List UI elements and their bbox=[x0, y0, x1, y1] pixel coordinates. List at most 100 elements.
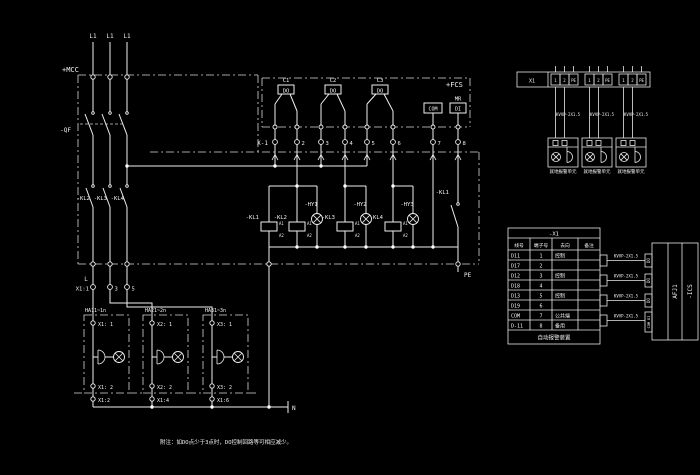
cabinet-boundaries bbox=[77, 74, 480, 265]
ics-card-label: AFJ1 bbox=[672, 284, 679, 299]
com-box-label: COM bbox=[428, 107, 437, 113]
do-box-label: DO bbox=[377, 89, 384, 95]
strip-view-label: X1 bbox=[529, 79, 535, 85]
cell-terminal: 5 bbox=[539, 294, 542, 300]
terminal-number: 5 bbox=[372, 141, 375, 147]
breaker-qf bbox=[80, 113, 128, 136]
strip-cell: 2 bbox=[631, 78, 634, 83]
cell-terminal: 3 bbox=[539, 274, 542, 280]
strip-cell: PE bbox=[639, 78, 644, 83]
coil-a1: A1 bbox=[307, 221, 312, 226]
do-box-label: DO bbox=[330, 89, 337, 95]
terminal-strip-label: X-1 bbox=[257, 140, 268, 147]
table-header: 端子号 bbox=[534, 242, 549, 249]
table-header: 线号 bbox=[514, 242, 524, 249]
strip-cable-label: KVVP-2X1.5 bbox=[590, 112, 615, 117]
coil-label-kl1: -KL1 bbox=[246, 215, 259, 221]
terminal-number: 6 bbox=[398, 141, 401, 147]
neutral-label: N bbox=[292, 405, 296, 412]
cable-label: KVVP-2X1.5 bbox=[614, 254, 639, 259]
local-alarm-unit-label: 就地报警单元 bbox=[550, 168, 577, 175]
live-wire-label: L bbox=[84, 276, 88, 283]
cell-dest: 公共端 bbox=[555, 313, 570, 320]
feedback-contact-label: -KL1 bbox=[436, 190, 449, 196]
alarm-unit-1: HA11~1n X1: 1 X1: 2 X1:2 bbox=[85, 308, 125, 404]
x1-strip: L X1:1 3 5 bbox=[76, 276, 135, 293]
terminal-circles bbox=[90, 74, 461, 402]
cell-wire: D-11 bbox=[511, 324, 523, 330]
local-alarm-unit-2: 就地报警单元 bbox=[581, 137, 613, 175]
cell-wire: D17 bbox=[511, 264, 520, 270]
relay-section: -KL1 -KL2 -KL3 -KL4 A1 A1 A1 A1 A2 A2 A2… bbox=[246, 185, 472, 407]
terminal-number: 4 bbox=[350, 141, 354, 147]
alarm-unit-2: HA21~2n X2: 1 X2: 2 X1:4 bbox=[145, 308, 184, 404]
junction-dots bbox=[125, 164, 435, 409]
di-box-label: DI bbox=[455, 107, 461, 113]
local-alarm-unit-3: 就地报警单元 bbox=[615, 137, 647, 175]
table-footer: 自动报警装置 bbox=[537, 334, 571, 342]
phase-label-2: L1 bbox=[106, 33, 114, 40]
cell-wire: D11 bbox=[511, 254, 520, 260]
cell-terminal: 2 bbox=[539, 264, 542, 270]
mcc-label: +MCC bbox=[62, 66, 79, 74]
strip-physical-view: X1 1 2 PE 1 2 PE 1 2 PE KVVP-2X1.5 KVVP-… bbox=[516, 66, 651, 175]
alarm-unit-top-terminal: X3: 1 bbox=[217, 322, 232, 328]
coil-a1: A1 bbox=[403, 221, 408, 226]
cell-terminal: 8 bbox=[539, 324, 542, 330]
alarm-unit-title: HA11~1n bbox=[85, 308, 106, 314]
alarm-unit-ext-terminal: X1:2 bbox=[98, 398, 110, 404]
table-header: 去向 bbox=[560, 242, 570, 249]
coil-a2: A2 bbox=[279, 233, 284, 238]
strip-cell: 2 bbox=[597, 78, 600, 83]
ics-tab-do3: DO bbox=[646, 298, 651, 303]
cell-wire: D13 bbox=[511, 294, 520, 300]
alarm-units: HA11~1n X1: 1 X1: 2 X1:2 HA21~2n X2: 1 X… bbox=[74, 308, 296, 413]
cell-wire: D12 bbox=[511, 274, 520, 280]
phase-label-3: L1 bbox=[123, 33, 131, 40]
alarm-unit-top-terminal: X1: 1 bbox=[98, 322, 113, 328]
phase-label-1: L1 bbox=[89, 33, 97, 40]
do-box-label: DO bbox=[283, 89, 290, 95]
alarm-unit-top-terminal: X2: 1 bbox=[157, 322, 172, 328]
do-channel-name: C3 bbox=[377, 78, 384, 84]
coil-a2: A2 bbox=[403, 233, 408, 238]
terminal-number: 2 bbox=[302, 141, 305, 147]
lamp-label: -HY2 bbox=[353, 202, 366, 208]
cell-dest: 控制 bbox=[555, 293, 565, 300]
alarm-unit-title: HA31~3n bbox=[205, 308, 226, 314]
lamp-hy3: -HY3 bbox=[400, 202, 419, 225]
contactor-label-kl3: -KL3 bbox=[94, 196, 107, 202]
lamp-hy1: -HY1 bbox=[304, 202, 323, 225]
cell-terminal: 6 bbox=[539, 304, 542, 310]
ics-system-box: DO DO DO COM DI AFJ1 -ICS bbox=[644, 242, 699, 341]
lamp-label: -HY3 bbox=[400, 202, 413, 208]
lamp-hy2: -HY2 bbox=[353, 202, 372, 225]
alarm-unit-bottom-terminal: X2: 2 bbox=[157, 385, 172, 391]
cell-terminal: 4 bbox=[539, 284, 542, 290]
do-channel-name: C2 bbox=[330, 78, 337, 84]
cell-terminal: 1 bbox=[539, 254, 542, 260]
cell-wire: D19 bbox=[511, 304, 520, 310]
cell-dest: 备用 bbox=[555, 323, 565, 330]
feedback-contact-kl1: -KL1 bbox=[436, 190, 459, 272]
alarm-unit-bottom-terminal: X3: 2 bbox=[217, 385, 232, 391]
table-title: -X1 bbox=[549, 232, 559, 238]
strip-cell: PE bbox=[605, 78, 610, 83]
drawing-note: 附注：如DO点少于3点时，DO控制回路等可相应减少。 bbox=[160, 438, 292, 446]
do-channel-name: C1 bbox=[283, 78, 290, 84]
strip-cell: 2 bbox=[563, 78, 566, 83]
strip-cable-label: KVVP-2X1.5 bbox=[556, 112, 581, 117]
coil-label-kl2: -KL2 bbox=[274, 215, 287, 221]
terminal-row-x1: X-1 2 3 4 5 6 7 8 bbox=[257, 140, 466, 161]
contactor-poles bbox=[85, 187, 128, 208]
mr-label: MR bbox=[455, 97, 462, 103]
alarm-unit-title: HA21~2n bbox=[145, 308, 166, 314]
coil-label-kl4: -KL4 bbox=[370, 215, 384, 221]
terminal-number: 3 bbox=[326, 141, 329, 147]
coil-a1: A1 bbox=[355, 221, 360, 226]
contactor-label-kl4: -KL4 bbox=[111, 196, 125, 202]
contactor-label-kl2: -KL2 bbox=[77, 196, 90, 202]
